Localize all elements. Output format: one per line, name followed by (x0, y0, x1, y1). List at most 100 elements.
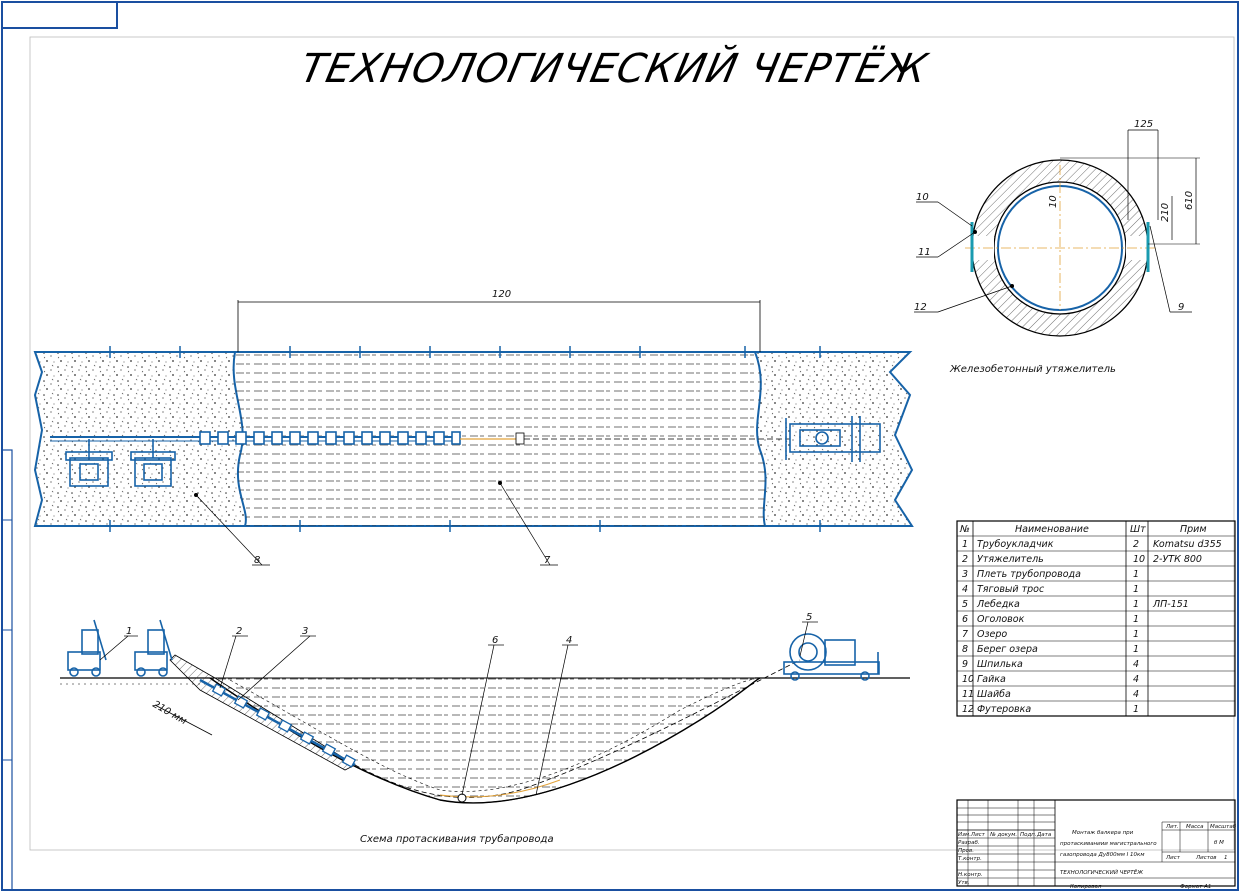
stamp-role-3: Т.контр. (958, 856, 982, 862)
spec-cell-7-2: 1 (1133, 644, 1139, 655)
page-title: ТЕХНОЛОГИЧЕСКИЙ ЧЕРТЁЖ (296, 44, 932, 91)
stamp-lit-label: Лит. (1165, 824, 1179, 830)
spec-cell-6-1: Озеро (977, 629, 1007, 640)
spec-cell-4-0: 5 (962, 599, 968, 610)
slope-dimension: 210 мм (151, 699, 189, 727)
pipelayer-plan-1 (65, 439, 113, 487)
spec-cell-6-0: 7 (962, 629, 968, 640)
spec-header-3: Прим (1180, 524, 1207, 535)
spec-cell-11-0: 12 (962, 704, 974, 715)
spec-cell-8-0: 9 (962, 659, 968, 670)
callout-10: 10 (916, 192, 929, 203)
spec-cell-5-0: 6 (962, 614, 968, 625)
profile-view: 210 мм 1 2 3 (60, 612, 910, 845)
callout-6: 6 (492, 635, 498, 646)
spec-cell-0-1: Трубоукладчик (977, 539, 1054, 550)
pipelayer-side-2 (134, 619, 173, 677)
callout-9: 9 (1178, 302, 1184, 313)
spec-cell-0-2: 2 (1133, 539, 1139, 550)
spec-table: № Наименование Шт Прим 1 Трубоукладчик 2 Komats… (956, 520, 1236, 717)
callout-2: 2 (236, 626, 242, 637)
callout-4: 4 (566, 635, 572, 646)
spec-header-1: Наименование (1015, 524, 1089, 535)
spec-cell-9-0: 10 (962, 674, 974, 685)
spec-cell-0-0: 1 (962, 539, 968, 550)
spec-cell-5-1: Оголовок (977, 614, 1025, 625)
callout-7: 7 (544, 555, 551, 566)
spec-cell-4-2: 1 (1133, 599, 1139, 610)
stamp-head-3: Подп. (1020, 832, 1037, 838)
spec-cell-6-2: 1 (1133, 629, 1139, 640)
callout-8: 8 (254, 555, 260, 566)
stamp-copied: Копировал (1070, 884, 1102, 890)
stamp-doc-3: газопровода Ду800мм I 10км (1060, 852, 1144, 858)
callout-11: 11 (918, 247, 931, 258)
stamp-role-2: Пров. (958, 848, 974, 854)
spec-cell-10-1: Шайба (977, 689, 1011, 700)
callout-12: 12 (914, 302, 927, 313)
spec-header-2: Шт (1130, 524, 1146, 535)
stamp-doc-2: протаскиваниии магистрального (1060, 841, 1157, 847)
scheme-caption: Схема протаскивания трубапровода (360, 833, 554, 845)
spec-cell-9-1: Гайка (977, 674, 1006, 685)
stamp-role-4: Н.контр. (958, 872, 983, 878)
spec-cell-2-1: Плеть трубопровода (977, 569, 1081, 580)
dim-210: 210 (1160, 203, 1171, 222)
stamp-sheets-label: Листов (1195, 855, 1217, 861)
spec-cell-4-3: ЛП-151 (1152, 599, 1189, 610)
stamp-scale: б М (1214, 840, 1224, 846)
stamp-doc-1: Монтаж балкера при (1072, 830, 1134, 836)
dim-125: 125 (1134, 119, 1153, 130)
spec-cell-10-0: 11 (962, 689, 974, 700)
winch-side (783, 633, 880, 681)
spec-cell-2-0: 3 (962, 569, 968, 580)
stamp-sheet-label: Лист (1165, 855, 1181, 861)
callout-1: 1 (126, 626, 132, 637)
callout-5: 5 (806, 612, 812, 623)
spec-cell-4-1: Лебедка (976, 599, 1020, 610)
winch-plan (785, 416, 881, 462)
spec-cell-9-2: 4 (1133, 674, 1139, 685)
stamp-scale-label: Масштаб (1210, 824, 1237, 830)
weights-row (199, 431, 461, 445)
stamp-mass-label: Масса (1186, 824, 1204, 830)
stamp-sheets-value: 1 (1224, 855, 1228, 861)
stamp-role-5: Утв. (958, 880, 970, 886)
spec-cell-8-1: Шпилька (977, 659, 1023, 670)
spec-cell-7-0: 8 (962, 644, 968, 655)
stamp-head-2: № докум. (989, 832, 1017, 838)
stamp-format: Формат А1 (1180, 884, 1211, 890)
dim-10: 10 (1048, 195, 1059, 208)
spec-cell-1-1: Утяжелитель (977, 554, 1044, 565)
dim-610: 610 (1184, 191, 1195, 210)
pipelayer-plan-2 (130, 439, 176, 487)
spec-cell-0-3: Komatsu d355 (1153, 539, 1222, 550)
spec-cell-7-1: Берег озера (977, 644, 1038, 655)
stamp-head-4: Дата (1036, 832, 1052, 838)
span-dimension: 120 (492, 289, 511, 300)
pipelayer-side-1 (67, 619, 107, 677)
weight-cross-section: 125 610 210 10 10 11 12 9 Железобетонный… (914, 119, 1200, 375)
plan-view: 120 (33, 289, 914, 566)
callout-3: 3 (302, 626, 308, 637)
title-block: Монтаж балкера при протаскиваниии магист… (956, 799, 1237, 890)
stamp-sheet-title: ТЕХНОЛОГИЧЕСКИЙ ЧЕРТЁЖ (1060, 869, 1144, 876)
stamp-role-1: Разраб. (958, 840, 980, 846)
spec-cell-11-2: 1 (1133, 704, 1139, 715)
spec-cell-10-2: 4 (1133, 689, 1139, 700)
spec-cell-1-3: 2-УТК 800 (1153, 554, 1202, 565)
spec-cell-3-2: 1 (1133, 584, 1139, 595)
section-caption: Железобетонный утяжелитель (949, 363, 1116, 375)
spec-cell-3-0: 4 (962, 584, 968, 595)
spec-cell-3-1: Тяговый трос (977, 584, 1045, 595)
spec-cell-8-2: 4 (1133, 659, 1139, 670)
spec-cell-1-0: 2 (962, 554, 968, 565)
spec-header-0: № (959, 524, 970, 535)
spec-cell-11-1: Футеровка (977, 704, 1031, 715)
spec-cell-5-2: 1 (1133, 614, 1139, 625)
stamp-head-1: Изм.Лист (958, 832, 986, 838)
spec-cell-1-2: 10 (1133, 554, 1145, 565)
spec-cell-2-2: 1 (1133, 569, 1139, 580)
